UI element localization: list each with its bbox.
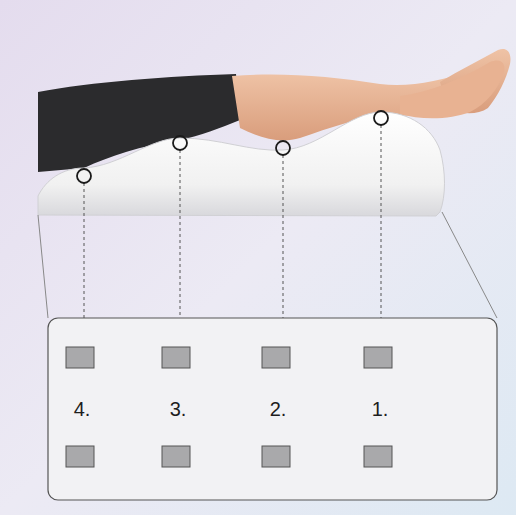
callout-number: 4.	[74, 399, 91, 419]
callout-number: 3.	[170, 399, 187, 419]
callout-number: 1.	[372, 399, 389, 419]
zone-markers	[77, 111, 388, 183]
zone-sensors	[66, 347, 392, 467]
guide-line	[38, 215, 48, 318]
feet	[400, 60, 504, 118]
zone-panel	[48, 318, 497, 500]
callout-number: 2.	[270, 399, 287, 419]
guide-line	[442, 212, 497, 318]
leg-pillow	[38, 112, 445, 216]
leader-lines	[84, 125, 381, 346]
